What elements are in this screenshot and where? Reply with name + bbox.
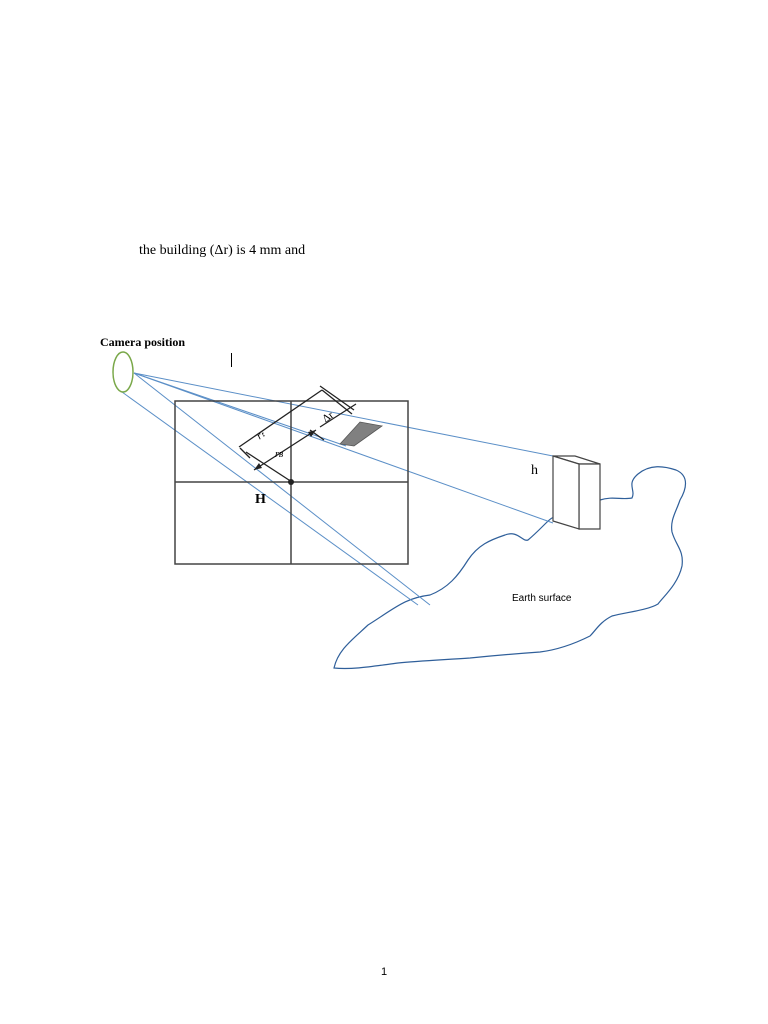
h-label: h — [531, 463, 538, 478]
delta-r-label: Δr — [320, 409, 336, 425]
r-t-label: rₜ — [254, 428, 268, 443]
body-text-line: the building (Δr) is 4 mm and — [139, 243, 306, 258]
nadir-point — [288, 479, 294, 485]
r-b-label: rʙ — [275, 449, 284, 460]
camera-rays — [121, 372, 554, 606]
page-number: 1 — [380, 966, 388, 978]
camera-position-label: Camera position — [100, 335, 185, 349]
relief-displacement-diagram: Camera position rₜ rʙ Δr H h Earth surfa… — [100, 335, 687, 670]
building-image-shadow — [339, 421, 384, 447]
camera-lens-icon — [112, 351, 134, 393]
earth-surface-outline — [333, 466, 687, 670]
H-label: H — [255, 492, 266, 507]
text-cursor — [231, 353, 232, 367]
building-icon — [552, 455, 601, 530]
dimension-arrowheads — [254, 430, 316, 470]
earth-surface-label: Earth surface — [512, 593, 572, 604]
